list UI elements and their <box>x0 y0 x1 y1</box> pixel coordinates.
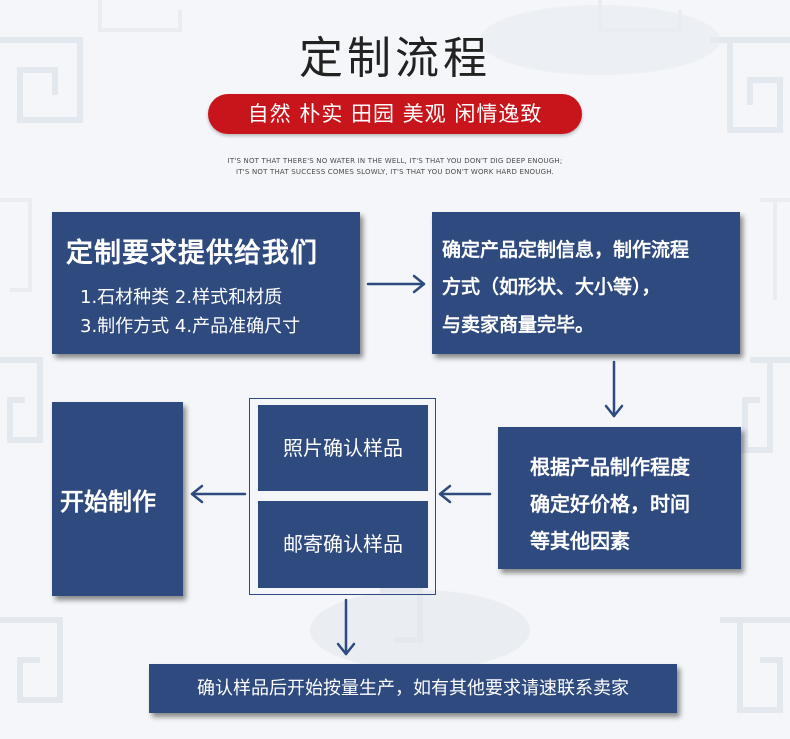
step-confirm-info-line-3: 与卖家商量完毕。 <box>442 314 595 336</box>
step-pricing-line-1: 根据产品制作程度 <box>530 455 690 479</box>
sample-options-frame <box>249 398 436 595</box>
tagline-line-2: IT'S NOT THAT SUCCESS COMES SLOWLY, IT'S… <box>236 168 554 176</box>
step-requirements-line-1: 1.石材种类 2.样式和材质 <box>80 287 283 308</box>
tagline-line-1: IT'S NOT THAT THERE'S NO WATER IN THE WE… <box>227 157 563 165</box>
step-start-label: 开始制作 <box>60 488 156 516</box>
page-title: 定制流程 <box>299 33 491 84</box>
step-pricing-line-3: 等其他因素 <box>530 529 630 553</box>
step-start-box: 开始制作 <box>52 402 183 596</box>
step-requirements-title: 定制要求提供给我们 <box>66 238 318 269</box>
slogan-banner: 自然 朴实 田园 美观 闲情逸致 <box>208 94 582 134</box>
step-requirements-box: 定制要求提供给我们 1.石材种类 2.样式和材质 3.制作方式 4.产品准确尺寸 <box>52 212 360 354</box>
mail-sample-box: 邮寄确认样品 <box>258 501 428 588</box>
step-pricing-line-2: 确定好价格，时间 <box>530 492 690 516</box>
step-requirements-line-2: 3.制作方式 4.产品准确尺寸 <box>80 316 301 337</box>
step-confirm-info-line-2: 方式（如形状、大小等）， <box>442 276 661 298</box>
step-confirm-info-line-1: 确定产品定制信息，制作流程 <box>442 239 690 261</box>
photo-sample-box: 照片确认样品 <box>258 405 428 491</box>
step-confirm-info-box: 确定产品定制信息，制作流程 方式（如形状、大小等）， 与卖家商量完毕。 <box>432 212 740 354</box>
step-pricing-box: 根据产品制作程度 确定好价格，时间 等其他因素 <box>498 427 741 569</box>
final-step-bar: 确认样品后开始按量生产，如有其他要求请速联系卖家 <box>149 664 677 713</box>
